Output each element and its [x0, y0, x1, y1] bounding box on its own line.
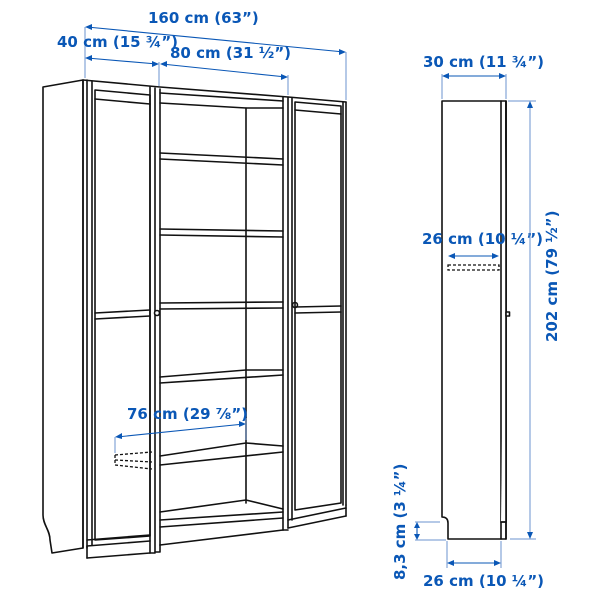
label-middle-section-width: 80 cm (31 ½”): [170, 44, 291, 62]
shelves: [159, 152, 284, 528]
left-side-panel: [42, 79, 84, 554]
dimension-height: 202 cm (79 ½”): [508, 100, 561, 540]
label-depth-total: 30 cm (11 ¾”): [423, 53, 544, 71]
dimension-base-height: 8,3 cm (3 ¼”): [391, 464, 446, 580]
dimension-depth-total: 30 cm (11 ¾”): [423, 53, 544, 99]
top-edge: [82, 79, 347, 103]
left-door-knob: [153, 309, 161, 317]
shelf-depth-indicator: [114, 451, 153, 470]
label-base-height: 8,3 cm (3 ¼”): [391, 464, 409, 580]
front-view-bookcase: [42, 79, 347, 559]
dimension-total-width: 160 cm (63”): [84, 9, 347, 100]
label-base-depth: 26 cm (10 ¼”): [423, 572, 544, 590]
label-height: 202 cm (79 ½”): [543, 211, 561, 342]
label-total-width: 160 cm (63”): [148, 9, 259, 27]
label-shelf-width: 76 cm (29 ⅞”): [127, 405, 248, 423]
dimension-side-section-width: 40 cm (15 ¾”): [57, 33, 178, 86]
side-shelf-indicator: [447, 264, 500, 271]
front-dimensions: 160 cm (63”) 40 cm (15 ¾”) 80 cm (31 ½”): [57, 9, 347, 453]
label-shelf-depth: 26 cm (10 ¼”): [422, 230, 543, 248]
left-cabinet: [82, 79, 151, 559]
dimension-shelf-width: 76 cm (29 ⅞”): [114, 405, 248, 453]
side-dimensions: 30 cm (11 ¾”) 26 cm (10 ¼”) 202 cm (79 ½…: [391, 53, 561, 590]
dimension-base-depth: 26 cm (10 ¼”): [423, 541, 544, 590]
dimension-shelf-depth: 26 cm (10 ¼”): [422, 230, 543, 259]
left-glass-door[interactable]: [94, 89, 151, 541]
right-cabinet: [282, 96, 347, 531]
side-view-bookcase: [441, 100, 511, 540]
dimension-middle-section-width: 80 cm (31 ½”): [160, 44, 291, 95]
side-door-knob: [505, 311, 511, 317]
middle-cabinet: [149, 86, 284, 554]
label-side-section-width: 40 cm (15 ¾”): [57, 33, 178, 51]
right-glass-door[interactable]: [294, 101, 342, 511]
